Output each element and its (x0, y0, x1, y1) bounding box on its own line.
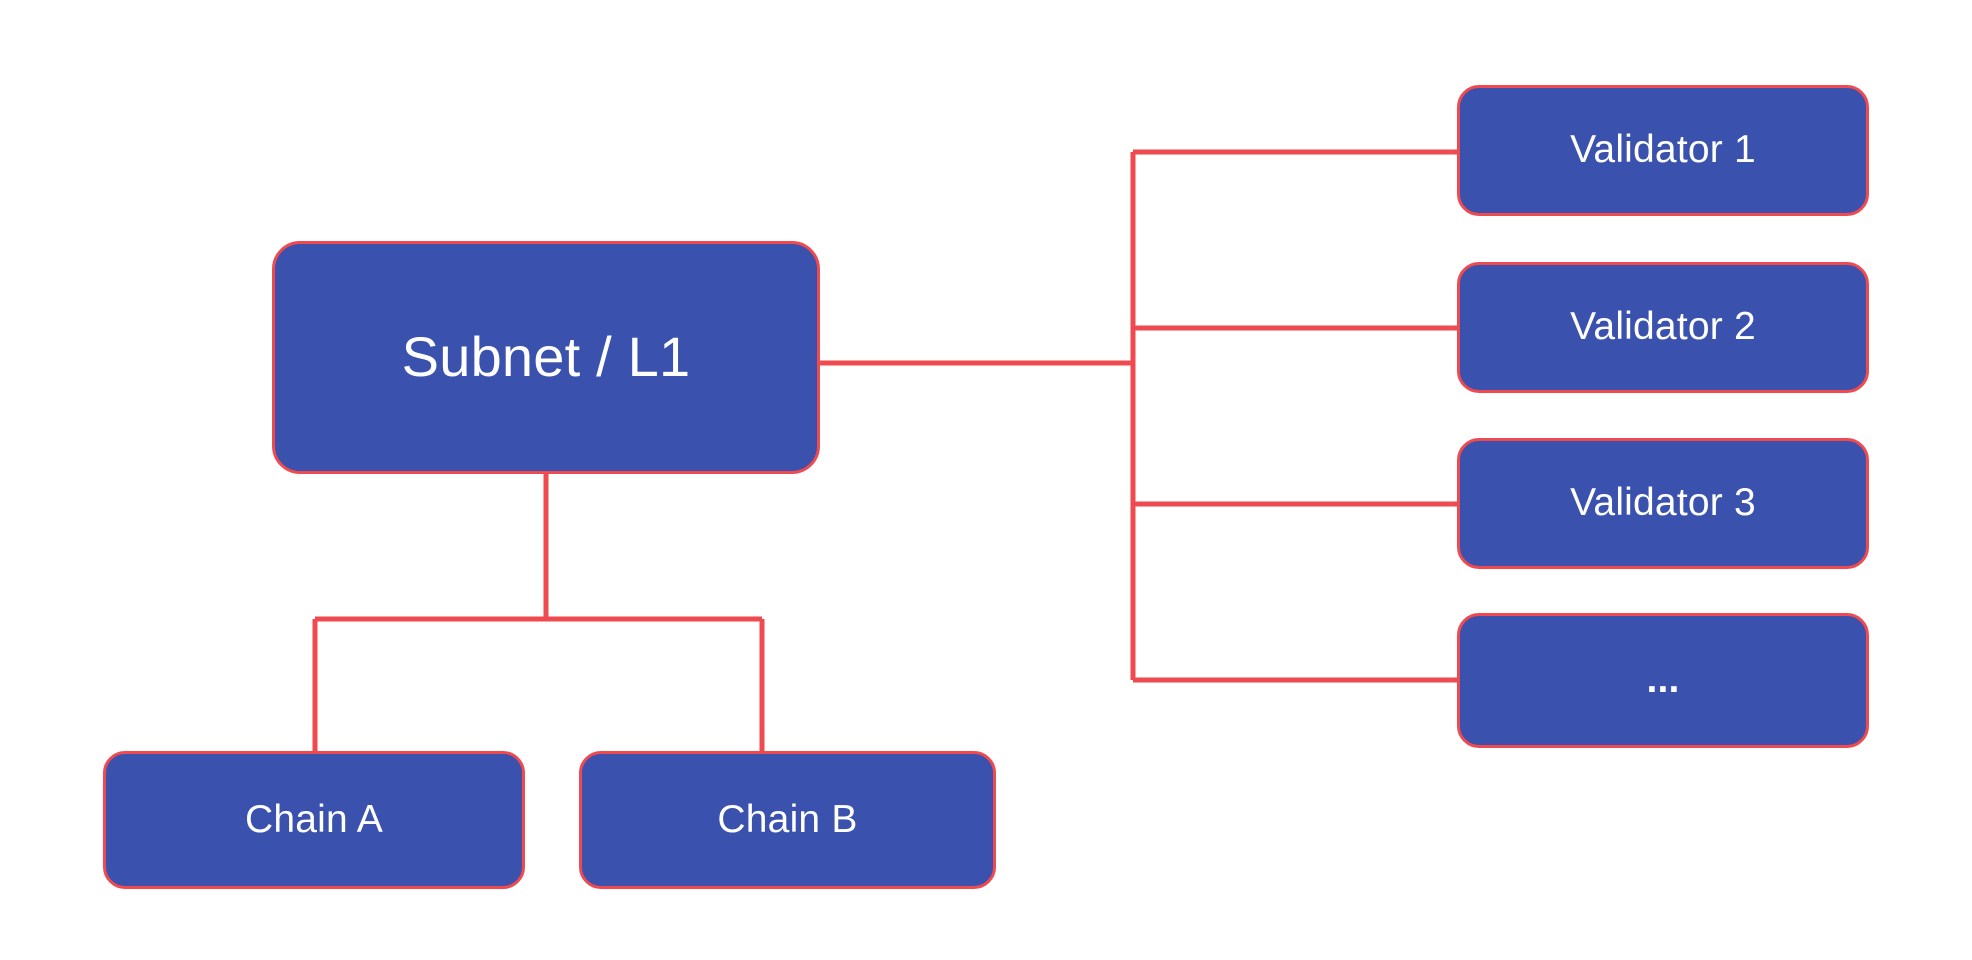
node-validator-2[interactable]: Validator 2 (1457, 262, 1869, 393)
node-validator-1[interactable]: Validator 1 (1457, 85, 1869, 216)
node-validator-3-label: Validator 3 (1570, 481, 1756, 525)
node-subnet-l1-label: Subnet / L1 (401, 325, 691, 389)
node-chain-b[interactable]: Chain B (579, 751, 996, 889)
node-chain-a[interactable]: Chain A (103, 751, 525, 889)
node-validator-more[interactable]: ... (1457, 613, 1869, 748)
node-validator-2-label: Validator 2 (1570, 305, 1756, 349)
node-chain-b-label: Chain B (717, 797, 858, 841)
node-validator-3[interactable]: Validator 3 (1457, 438, 1869, 569)
node-validator-1-label: Validator 1 (1570, 128, 1756, 172)
node-subnet-l1[interactable]: Subnet / L1 (272, 241, 820, 474)
node-chain-a-label: Chain A (245, 797, 383, 841)
node-validator-more-label: ... (1646, 658, 1680, 702)
